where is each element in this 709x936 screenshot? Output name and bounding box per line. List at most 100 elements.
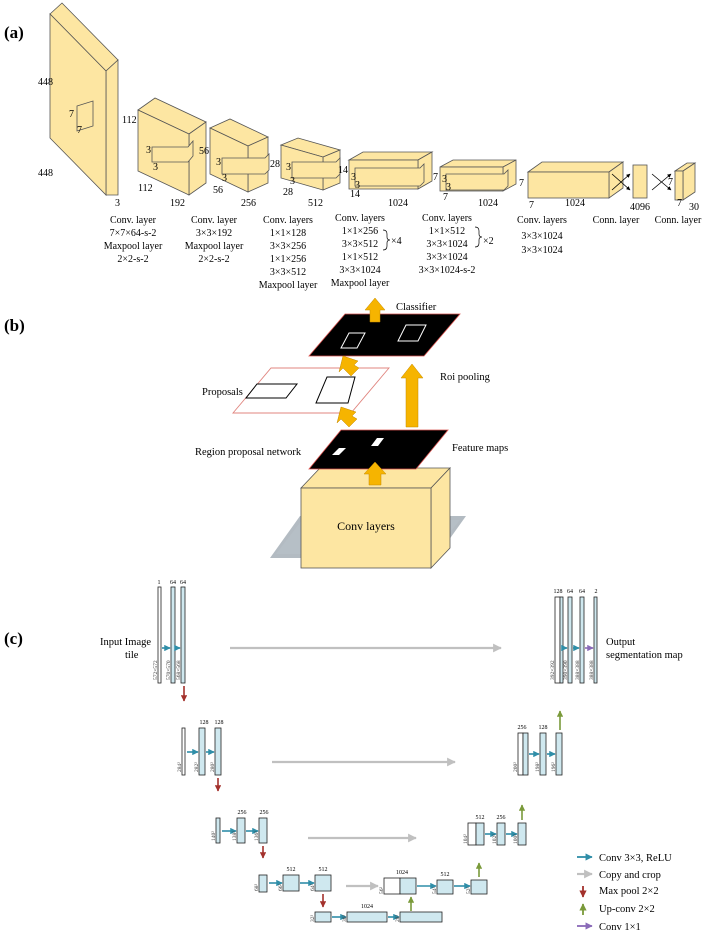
channel-label: 256 <box>260 810 269 816</box>
unet-block <box>555 732 563 776</box>
channel-label: 64 <box>567 589 573 595</box>
unet-block <box>567 596 573 684</box>
dim-label: 3 <box>446 182 451 193</box>
unet-block <box>214 727 222 776</box>
channel-label: 64 <box>170 580 176 586</box>
unet-block <box>181 727 186 776</box>
proposal-box <box>244 383 299 399</box>
unet-block <box>346 911 388 923</box>
dim-label: 448 <box>38 168 53 179</box>
dim-label: 192 <box>170 198 185 209</box>
arrow-up-tall <box>400 363 424 428</box>
caption-line: 3×3×512 <box>270 267 306 278</box>
caption-line: Conv. layer <box>191 215 238 226</box>
unet-block <box>399 911 443 923</box>
size-label: 570×570 <box>166 660 172 680</box>
yolo-block-8 <box>673 162 697 201</box>
caption-line: 3×3×1024 <box>521 231 562 242</box>
feature-region <box>371 438 384 446</box>
size-label: 104² <box>463 834 469 844</box>
dim-label: 14 <box>350 189 360 200</box>
roi-pooling-label: Roi pooling <box>440 372 491 383</box>
classifier-box <box>340 332 366 349</box>
dim-label: 3 <box>222 173 227 184</box>
dim-label: 7 <box>677 198 682 209</box>
yolo-block-7 <box>526 161 625 199</box>
unet-block <box>258 874 268 893</box>
size-label: 68² <box>254 884 260 892</box>
dim-label: 1024 <box>478 198 498 209</box>
size-label: 568×568 <box>176 660 182 680</box>
unet-block <box>593 596 598 684</box>
unet-block <box>236 817 246 844</box>
dim-label: 28 <box>283 187 293 198</box>
output-label: Output <box>606 637 635 648</box>
arrow-up <box>363 461 387 486</box>
dim-label: 3 <box>355 180 360 191</box>
unet-block <box>198 727 206 776</box>
size-label: 54² <box>432 887 438 895</box>
dim-label: 14 <box>338 165 348 176</box>
dim-label: 3 <box>442 174 447 185</box>
legend-conv1x1-label: Conv 1×1 <box>599 922 641 933</box>
rcnn-diagram: image Conv layers Feature maps Region pr… <box>195 297 508 570</box>
conv-layers-label: Conv layers <box>337 519 395 533</box>
dim-label: 30 <box>689 202 699 213</box>
caption-line: Conv. layers <box>422 213 472 224</box>
dim-label: 256 <box>241 198 256 209</box>
rcnn-flow-arrows <box>336 297 424 486</box>
dim-label: 1024 <box>388 198 408 209</box>
unet-block <box>258 817 268 844</box>
unet-block <box>559 596 564 684</box>
size-label: 198² <box>535 762 541 772</box>
unet-block <box>314 911 332 923</box>
unet-size-labels: 572×572 570×570 568×568 284² 282² 280² 1… <box>153 660 595 922</box>
unet-block <box>579 596 585 684</box>
caption-line: Conn. layer <box>593 215 640 226</box>
conv-layers-box <box>300 466 451 570</box>
unet-labels: 1 64 64 128 128 256 256 512 512 1024 102… <box>158 580 598 910</box>
caption-line: 7×7×64-s-2 <box>110 228 157 239</box>
caption-line: Maxpool layer <box>331 278 390 289</box>
yolo-block-4 <box>279 137 342 191</box>
dim-label: 3 <box>153 162 158 173</box>
size-label: 572×572 <box>153 660 159 680</box>
size-label: 392×392 <box>550 660 556 680</box>
dim-label: 512 <box>308 198 323 209</box>
size-label: 388×388 <box>575 660 581 680</box>
dim-label: 3 <box>146 145 151 156</box>
caption-6: Conv. layers 3×3×1024 3×3×1024 <box>517 215 567 256</box>
unet-block <box>180 586 186 684</box>
channel-label: 256 <box>238 810 247 816</box>
channel-label: 2 <box>595 589 598 595</box>
caption-line: 3×3×1024 <box>426 252 467 263</box>
dim-label: 112 <box>122 115 137 126</box>
size-label: 390×390 <box>563 660 569 680</box>
caption-line: 1×1×512 <box>429 226 465 237</box>
dim-label: 3 <box>115 198 120 209</box>
yolo-architecture <box>49 2 697 201</box>
caption-line: 1×1×512 <box>342 252 378 263</box>
arrow-up <box>364 297 386 323</box>
feature-region <box>332 448 346 455</box>
channel-label: 64 <box>579 589 585 595</box>
channel-label: 512 <box>476 815 485 821</box>
caption-3: Conv. layers 1×1×128 3×3×256 1×1×256 3×3… <box>259 215 318 291</box>
dim-label: 7 <box>69 109 74 120</box>
unet-block <box>314 874 332 892</box>
caption-line: Conn. layer <box>655 215 702 226</box>
channel-label: 256 <box>497 815 506 821</box>
caption-line: Maxpool layer <box>259 280 318 291</box>
dim-label: 56 <box>213 185 223 196</box>
caption-4: Conv. layers 1×1×256 3×3×512 1×1×512 3×3… <box>331 213 390 289</box>
repeat-x2-label: ×2 <box>483 236 494 247</box>
caption-line: 1×1×256 <box>270 254 306 265</box>
size-label: 140² <box>211 831 217 841</box>
legend-upconv-label: Up-conv 2×2 <box>599 904 655 915</box>
unet-block <box>383 877 401 895</box>
unet-block <box>522 732 529 776</box>
caption-1: Conv. layer 7×7×64-s-2 Maxpool layer 2×2… <box>104 215 163 265</box>
unet-block <box>157 586 162 684</box>
yolo-block-2 <box>137 97 207 196</box>
